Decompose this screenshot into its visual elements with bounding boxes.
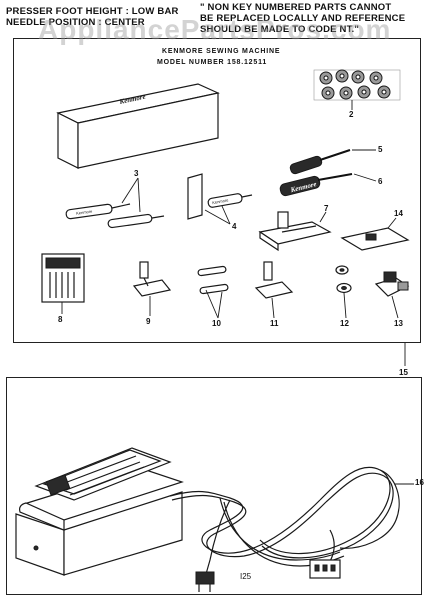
machine-connector-drawing	[309, 559, 341, 579]
brush-brand-label: Kenmore	[212, 197, 230, 205]
seam-rippers-drawing: Kenmore	[65, 177, 165, 229]
machine-title: KENMORE SEWING MACHINE	[162, 48, 281, 55]
non-key-parts-note-line-3: SHOULD BE MADE TO CODE NT."	[200, 24, 360, 35]
callout-9: 9	[146, 317, 151, 326]
callout-8: 8	[58, 315, 63, 324]
callout-6: 6	[378, 177, 383, 186]
callout-14: 14	[394, 209, 403, 218]
bobbins-drawing	[313, 69, 401, 110]
callout-7: 7	[324, 204, 329, 213]
callout-10: 10	[212, 319, 221, 328]
callout-16: 16	[415, 478, 424, 487]
buttonhole-foot-drawing	[254, 261, 294, 319]
model-number: MODEL NUMBER 158.12511	[157, 59, 268, 66]
lint-brush-drawing: Kenmore	[187, 173, 253, 225]
needle-pack-drawing	[41, 253, 85, 314]
presser-foot-note: PRESSER FOOT HEIGHT : LOW BAR	[6, 6, 179, 17]
callout-2: 2	[349, 110, 354, 119]
foot-controller-drawing	[15, 447, 184, 576]
zipper-foot-drawing	[132, 261, 172, 316]
callout-15: 15	[399, 368, 408, 377]
callout-11: 11	[270, 319, 279, 328]
callout-13: 13	[394, 319, 403, 328]
callout-5: 5	[378, 145, 383, 154]
watermark: AppliancePartsPros.com	[38, 14, 392, 45]
foot-control-panel	[6, 377, 422, 595]
bobbin-winder-part-drawing	[374, 271, 410, 319]
cord-plug-drawing	[195, 571, 215, 592]
screwdrivers-drawing: Kenmore	[279, 149, 377, 197]
power-cord-drawing	[169, 466, 414, 575]
non-key-parts-note-line-2: BE REPLACED LOCALLY AND REFERENCE	[200, 13, 406, 24]
ripper-brand-label: Kenmore	[76, 208, 94, 215]
callout-3: 3	[134, 169, 139, 178]
spool-pins-drawing	[197, 265, 229, 319]
header-left-notes: PRESSER FOOT HEIGHT : LOW BAR NEEDLE POS…	[6, 6, 179, 28]
header-right-notes: " NON KEY NUMBERED PARTS CANNOT BE REPLA…	[200, 2, 405, 35]
accessories-panel	[13, 38, 421, 343]
hemmer-foot-drawing	[258, 211, 332, 252]
callout-12: 12	[340, 319, 349, 328]
needle-position-note: NEEDLE POSITION : CENTER	[6, 17, 145, 28]
plug-label: I25	[240, 572, 252, 581]
accessory-box-drawing: Kenmore	[56, 83, 220, 169]
callout-4: 4	[232, 222, 237, 231]
non-key-parts-note-line-1: " NON KEY NUMBERED PARTS CANNOT	[200, 2, 392, 13]
spool-washers-drawing	[335, 265, 352, 319]
needle-plate-drawing	[340, 217, 410, 251]
